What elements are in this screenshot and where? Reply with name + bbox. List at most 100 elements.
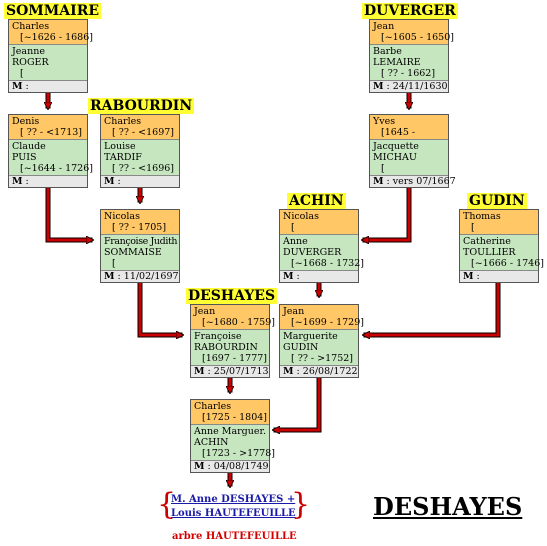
husband-name: Jean xyxy=(283,306,305,317)
husband-dates: [ ?? - 1705] xyxy=(112,222,167,233)
husband-dates: [~1626 - 1686] xyxy=(20,32,93,43)
marriage-info: M : 04/08/1749 xyxy=(194,461,269,472)
left-brace-icon: { xyxy=(157,487,177,522)
wife-name: Anne Marguer. xyxy=(194,426,267,437)
wife-name: Anne xyxy=(283,236,308,247)
husband-name: Yves xyxy=(373,116,396,127)
marriage-info: M : vers 07/1667 xyxy=(373,176,456,187)
wife-name: Claude xyxy=(12,141,46,152)
wife-name: Françoise xyxy=(194,331,242,342)
marriage-prefix: M xyxy=(194,461,205,472)
marriage-info: M : 11/02/1697 xyxy=(104,271,179,282)
marriage-prefix: M xyxy=(194,366,205,377)
family-label-sommaire: SOMMAIRE xyxy=(4,3,102,19)
wife-dates: [1697 - 1777] xyxy=(202,353,268,364)
marriage-info: M : xyxy=(12,176,29,187)
husband-name: Charles xyxy=(12,21,50,32)
marriage-info: M : 26/08/1722 xyxy=(283,366,358,377)
connector xyxy=(273,374,322,433)
wife-name: Marguerite xyxy=(283,331,338,342)
family-label-deshayes: DESHAYES xyxy=(186,288,278,304)
husband-name: Charles xyxy=(104,116,142,127)
marriage-info: M : xyxy=(463,271,480,282)
family-label-duverger: DUVERGER xyxy=(362,3,458,19)
wife-dates: [ xyxy=(112,258,116,269)
husband-dates: [~1680 - 1759] xyxy=(202,317,275,328)
wife-dates: [ ?? - <1696] xyxy=(112,163,175,174)
connector xyxy=(363,279,501,338)
wife-surname: MICHAU xyxy=(373,152,417,163)
wife-name: Catherine xyxy=(463,236,511,247)
husband-name: Nicolas xyxy=(104,211,140,222)
wife-surname: GUDIN xyxy=(283,342,319,353)
family-label-achin: ACHIN xyxy=(287,193,346,209)
marriage-info: M : xyxy=(283,271,300,282)
wife-dates: [ ?? - 1662] xyxy=(381,68,436,79)
marriage-prefix: M xyxy=(12,176,23,187)
wife-dates: [ xyxy=(20,68,24,79)
marriage-prefix: M xyxy=(104,271,115,282)
husband-name: Denis xyxy=(12,116,40,127)
connector xyxy=(137,279,183,338)
wife-surname: ROGER xyxy=(12,57,49,68)
wife-surname: RABOURDIN xyxy=(194,342,258,353)
family-label-rabourdin: RABOURDIN xyxy=(88,98,195,114)
child-couple-link[interactable]: { M. Anne DESHAYES + Louis HAUTEFEUILLE … xyxy=(157,490,310,521)
child-line-1[interactable]: M. Anne DESHAYES + xyxy=(171,494,296,505)
connector xyxy=(45,184,93,243)
wife-name: Barbe xyxy=(373,46,402,57)
wife-name: Louise xyxy=(104,141,136,152)
marriage-prefix: M xyxy=(104,176,115,187)
husband-dates: [~1605 - 1650] xyxy=(381,32,454,43)
husband-name: Jean xyxy=(194,306,216,317)
husband-name: Nicolas xyxy=(283,211,319,222)
marriage-prefix: M xyxy=(12,81,23,92)
wife-dates: [ xyxy=(381,163,385,174)
husband-dates: [~1699 - 1729] xyxy=(291,317,364,328)
wife-name: Françoise Judith xyxy=(104,236,178,247)
wife-dates: [ ?? - >1752] xyxy=(291,353,354,364)
marriage-info: M : 24/11/1630 xyxy=(373,81,448,92)
marriage-info: M : xyxy=(12,81,29,92)
husband-name: Thomas xyxy=(463,211,501,222)
husband-dates: [ ?? - <1697] xyxy=(112,127,175,138)
wife-surname: ACHIN xyxy=(194,437,229,448)
marriage-info: M : xyxy=(104,176,121,187)
marriage-prefix: M xyxy=(283,271,294,282)
family-label-gudin: GUDIN xyxy=(467,193,527,209)
husband-dates: [ ?? - <1713] xyxy=(20,127,83,138)
wife-dates: [~1668 - 1732] xyxy=(291,258,364,269)
wife-surname: DUVERGER xyxy=(283,247,342,258)
wife-surname: LEMAIRE xyxy=(373,57,421,68)
marriage-prefix: M xyxy=(463,271,474,282)
wife-dates: [~1666 - 1746] xyxy=(471,258,544,269)
husband-name: Jean xyxy=(373,21,395,32)
wife-name: Jeanne xyxy=(12,46,45,57)
husband-dates: [ xyxy=(291,222,295,233)
wife-dates: [1723 - >1778] xyxy=(202,448,275,459)
husband-name: Charles xyxy=(194,401,232,412)
wife-surname: TOULLIER xyxy=(463,247,516,258)
marriage-info: M : 25/07/1713 xyxy=(194,366,269,377)
page-title: DESHAYES xyxy=(373,492,523,521)
marriage-prefix: M xyxy=(283,366,294,377)
husband-dates: [ xyxy=(471,222,475,233)
tree-link[interactable]: arbre HAUTEFEUILLE xyxy=(172,531,297,542)
couple-box-charles-deshayes[interactable]: Charles[1725 - 1804] Anne Marguer.ACHIN[… xyxy=(190,399,275,473)
marriage-prefix: M xyxy=(373,176,384,187)
wife-surname: TARDIF xyxy=(104,152,142,163)
child-line-2[interactable]: Louis HAUTEFEUILLE xyxy=(171,508,296,519)
wife-name: Jacquette xyxy=(373,141,419,152)
